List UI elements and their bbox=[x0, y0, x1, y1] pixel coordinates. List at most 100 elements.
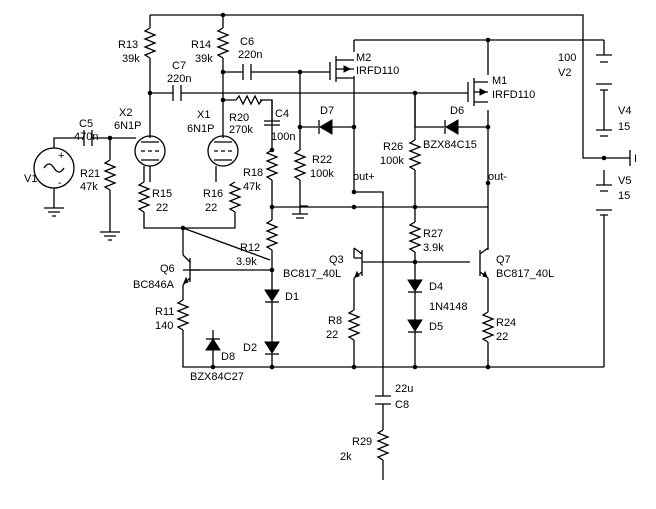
resistor-r27 bbox=[408, 221, 422, 253]
label-r20-value: 270k bbox=[229, 124, 253, 136]
label-c6: C6 bbox=[240, 36, 254, 48]
label-r29: R29 bbox=[352, 436, 372, 448]
diode-d7 bbox=[318, 119, 333, 135]
diode-d8 bbox=[205, 338, 221, 351]
resistor-r24 bbox=[481, 311, 495, 343]
label-bzx84c27: BZX84C27 bbox=[190, 371, 244, 383]
label-d6: D6 bbox=[450, 105, 464, 117]
capacitor-c6 bbox=[242, 64, 252, 80]
label-m1-value: IRFD110 bbox=[492, 89, 535, 101]
label-v4: V4 bbox=[618, 105, 631, 117]
label-v5: V5 bbox=[618, 175, 631, 187]
label-v1-minus: - bbox=[58, 177, 62, 189]
capacitors bbox=[83, 64, 391, 405]
resistor-r12 bbox=[265, 219, 279, 251]
resistor-r18 bbox=[265, 149, 279, 181]
mosfet-m1 bbox=[467, 78, 488, 106]
label-v5-value: 15 bbox=[618, 190, 630, 202]
label-out-minus: out- bbox=[488, 171, 507, 183]
tube-x1 bbox=[207, 135, 239, 167]
label-r21-value: 47k bbox=[80, 181, 98, 193]
label-c8: C8 bbox=[395, 399, 409, 411]
diode-d2 bbox=[264, 341, 280, 355]
label-r13-value: 39k bbox=[122, 53, 140, 65]
label-c6-value: 220n bbox=[238, 49, 262, 61]
label-r11-value: 140 bbox=[155, 320, 173, 332]
sources bbox=[33, 54, 631, 216]
label-c7-value: 220n bbox=[167, 73, 191, 85]
resistor-r26 bbox=[408, 139, 422, 171]
label-r11: R11 bbox=[155, 306, 174, 318]
label-v1-plus: + bbox=[58, 150, 64, 162]
label-q3-value: BC817_40L bbox=[283, 268, 341, 280]
label-c8-value: 22u bbox=[395, 383, 413, 395]
resistor-r14 bbox=[216, 27, 230, 59]
label-r24: R24 bbox=[496, 317, 516, 329]
resistor-r8 bbox=[347, 309, 361, 341]
label-r14-value: 39k bbox=[195, 53, 213, 65]
capacitor-c5 bbox=[83, 130, 93, 146]
label-r15: R15 bbox=[152, 188, 172, 200]
capacitor-c8 bbox=[375, 395, 391, 405]
resistor-r15 bbox=[137, 181, 151, 213]
mosfet-m2 bbox=[329, 56, 354, 82]
label-r8: R8 bbox=[328, 315, 342, 327]
label-d4-value: 1N4148 bbox=[429, 301, 468, 313]
labels: R13 39k R14 39k C6 220n C7 220n M2 IRFD1… bbox=[24, 36, 637, 463]
label-m1: M1 bbox=[492, 75, 507, 87]
label-out-plus: out+ bbox=[353, 171, 375, 183]
label-c5-value: 470n bbox=[74, 131, 98, 143]
label-r26-value: 100k bbox=[380, 155, 404, 167]
label-r22-value: 100k bbox=[310, 168, 334, 180]
mosfets bbox=[329, 56, 488, 106]
label-d4: D4 bbox=[429, 281, 443, 293]
label-v4-value: 15 bbox=[618, 121, 630, 133]
label-q7-value: BC817_40L bbox=[496, 268, 554, 280]
resistor-r29 bbox=[376, 429, 390, 461]
diode-d5 bbox=[407, 319, 423, 333]
label-r27-value: 3.9k bbox=[423, 242, 444, 254]
label-d7: D7 bbox=[320, 105, 334, 117]
diode-d6 bbox=[444, 119, 459, 135]
label-r21: R21 bbox=[80, 168, 100, 180]
label-q3: Q3 bbox=[329, 254, 344, 266]
label-bzx84c15: BZX84C15 bbox=[423, 139, 477, 151]
capacitor-c4 bbox=[264, 120, 280, 141]
label-r20: R20 bbox=[229, 112, 249, 124]
resistor-r11 bbox=[176, 299, 190, 331]
diode-d1 bbox=[264, 289, 280, 303]
transistors bbox=[182, 247, 489, 286]
label-r12: R12 bbox=[240, 242, 260, 254]
label-x2: X2 bbox=[119, 107, 132, 119]
wires bbox=[53, 14, 630, 480]
bjt-q6 bbox=[182, 254, 200, 286]
label-x1-value: 6N1P bbox=[187, 123, 215, 135]
resistor-r22 bbox=[293, 149, 307, 181]
resistor-r16 bbox=[228, 181, 242, 213]
label-i: I bbox=[634, 153, 637, 165]
label-c4-value: 100n bbox=[271, 131, 295, 143]
label-r26: R26 bbox=[383, 141, 403, 153]
label-r16-value: 22 bbox=[205, 202, 217, 214]
tube-x2 bbox=[134, 135, 166, 167]
label-x2-value: 6N1P bbox=[114, 120, 142, 132]
label-m2-value: IRFD110 bbox=[356, 65, 399, 77]
battery-v4 bbox=[596, 129, 612, 137]
battery-v5 bbox=[596, 184, 612, 216]
label-c5: C5 bbox=[79, 118, 93, 130]
label-d1: D1 bbox=[285, 291, 299, 303]
label-r15-value: 22 bbox=[156, 202, 168, 214]
label-r18-value: 47k bbox=[243, 181, 261, 193]
label-r29-value: 2k bbox=[340, 451, 352, 463]
bjt-q3 bbox=[353, 247, 363, 279]
tubes bbox=[134, 135, 239, 167]
label-c7: C7 bbox=[172, 60, 186, 72]
label-r18: R18 bbox=[243, 167, 263, 179]
label-r12-value: 3.9k bbox=[236, 256, 257, 268]
junctions bbox=[107, 12, 607, 370]
label-v2: V2 bbox=[558, 67, 571, 79]
label-r16: R16 bbox=[203, 188, 223, 200]
label-q6: Q6 bbox=[160, 263, 175, 275]
